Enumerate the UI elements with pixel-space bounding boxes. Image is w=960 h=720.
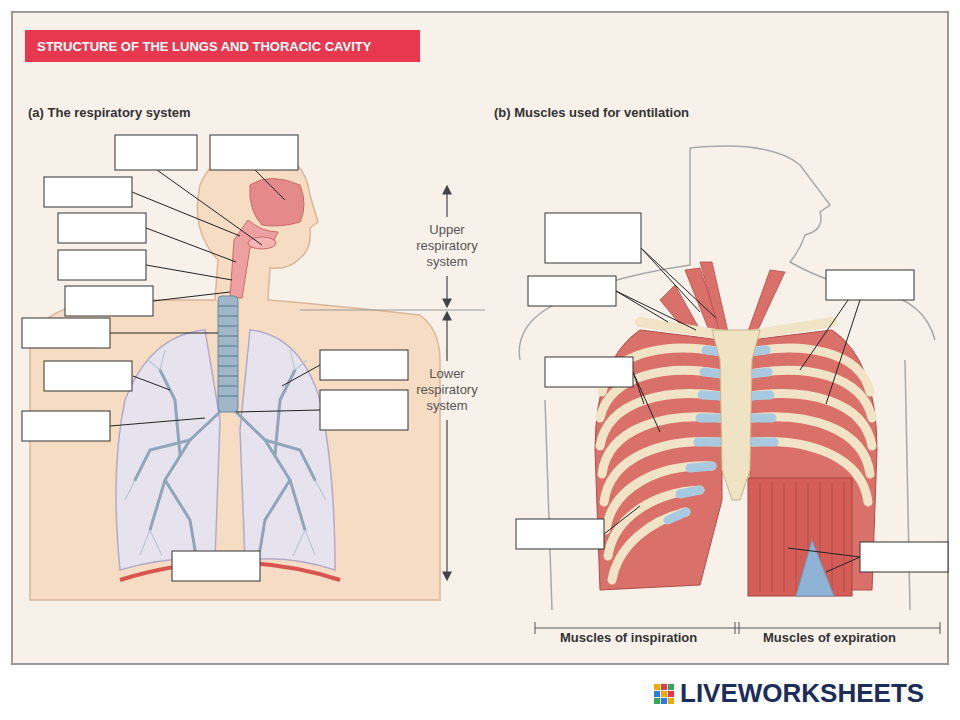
- sternum: [712, 330, 760, 500]
- group-label: Muscles of inspiration: [560, 630, 697, 645]
- watermark-icon: [654, 684, 674, 704]
- leader-lines: [110, 170, 860, 572]
- mouth: [248, 237, 276, 249]
- divider-line: [300, 310, 485, 311]
- nasal-cavity: [250, 179, 304, 227]
- trachea-rings: [218, 306, 238, 396]
- body-silhouette: [30, 150, 440, 600]
- clavicle: [750, 322, 832, 335]
- trachea: [218, 296, 238, 412]
- title: STRUCTURE OF THE LUNGS AND THORACIC CAVI…: [37, 39, 371, 54]
- panel-heading: (a) The respiratory system: [28, 105, 191, 120]
- answer-box: [22, 135, 948, 581]
- region-label: Lower respiratory system: [407, 366, 487, 414]
- group-label: Muscles of expiration: [763, 630, 896, 645]
- watermark: LIVEWORKSHEETS: [680, 678, 924, 709]
- region-label: Upper respiratory system: [407, 222, 487, 270]
- aponeurosis: [796, 540, 834, 596]
- pharynx: [230, 220, 278, 298]
- abdominal-muscle: [748, 478, 852, 596]
- clavicle: [640, 322, 722, 335]
- panel-heading: (b) Muscles used for ventilation: [494, 105, 689, 120]
- title-band: STRUCTURE OF THE LUNGS AND THORACIC CAVI…: [25, 30, 420, 62]
- panel: [12, 12, 948, 664]
